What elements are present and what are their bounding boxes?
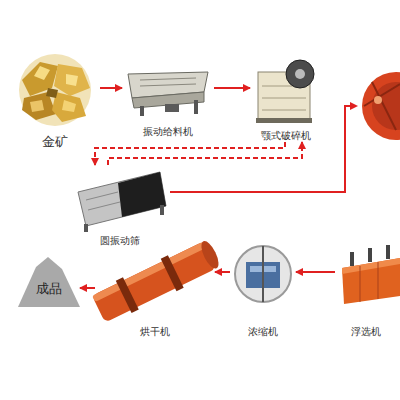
flow-arrow	[215, 271, 230, 273]
dryer-picture	[91, 236, 224, 325]
screen-box: 圆振动筛	[70, 165, 170, 247]
flotation-picture	[342, 245, 400, 304]
node-label: 成品	[18, 281, 80, 297]
pile-outline	[18, 257, 80, 307]
node-label: 浓缩机	[220, 325, 306, 338]
thickener-box: 浓缩机	[230, 240, 296, 338]
ball-mill-picture	[362, 72, 400, 140]
gold-ore-picture	[19, 54, 91, 126]
product-pile: 成品	[18, 255, 80, 307]
feeder-box: 振动给料机	[122, 62, 214, 138]
feeder-picture	[128, 72, 208, 116]
node-label: 浮选机	[325, 325, 400, 338]
flow-arrow	[296, 271, 335, 273]
screen-picture	[78, 172, 166, 232]
thickener-picture	[235, 246, 291, 302]
flow-arrow	[80, 287, 95, 289]
arrow-head	[350, 102, 358, 110]
flow-arrow	[100, 87, 122, 89]
flow-arrow	[214, 87, 250, 89]
node-label: 金矿	[0, 134, 110, 150]
crusher-box: 颚式破碎机	[250, 58, 322, 142]
ore-box: 金矿	[10, 55, 100, 150]
node-label: 颚式破碎机	[240, 129, 332, 142]
dryer-box: 烘干机	[95, 240, 215, 338]
flotation-box: 浮选机	[335, 245, 397, 338]
feed-line	[170, 106, 352, 192]
node-label: 烘干机	[85, 325, 225, 338]
node-label: 圆振动筛	[60, 234, 180, 247]
node-label: 振动给料机	[112, 125, 224, 138]
flow-arrow	[95, 142, 285, 165]
jaw-crusher-picture	[256, 60, 314, 123]
flow-arrow	[108, 142, 302, 165]
